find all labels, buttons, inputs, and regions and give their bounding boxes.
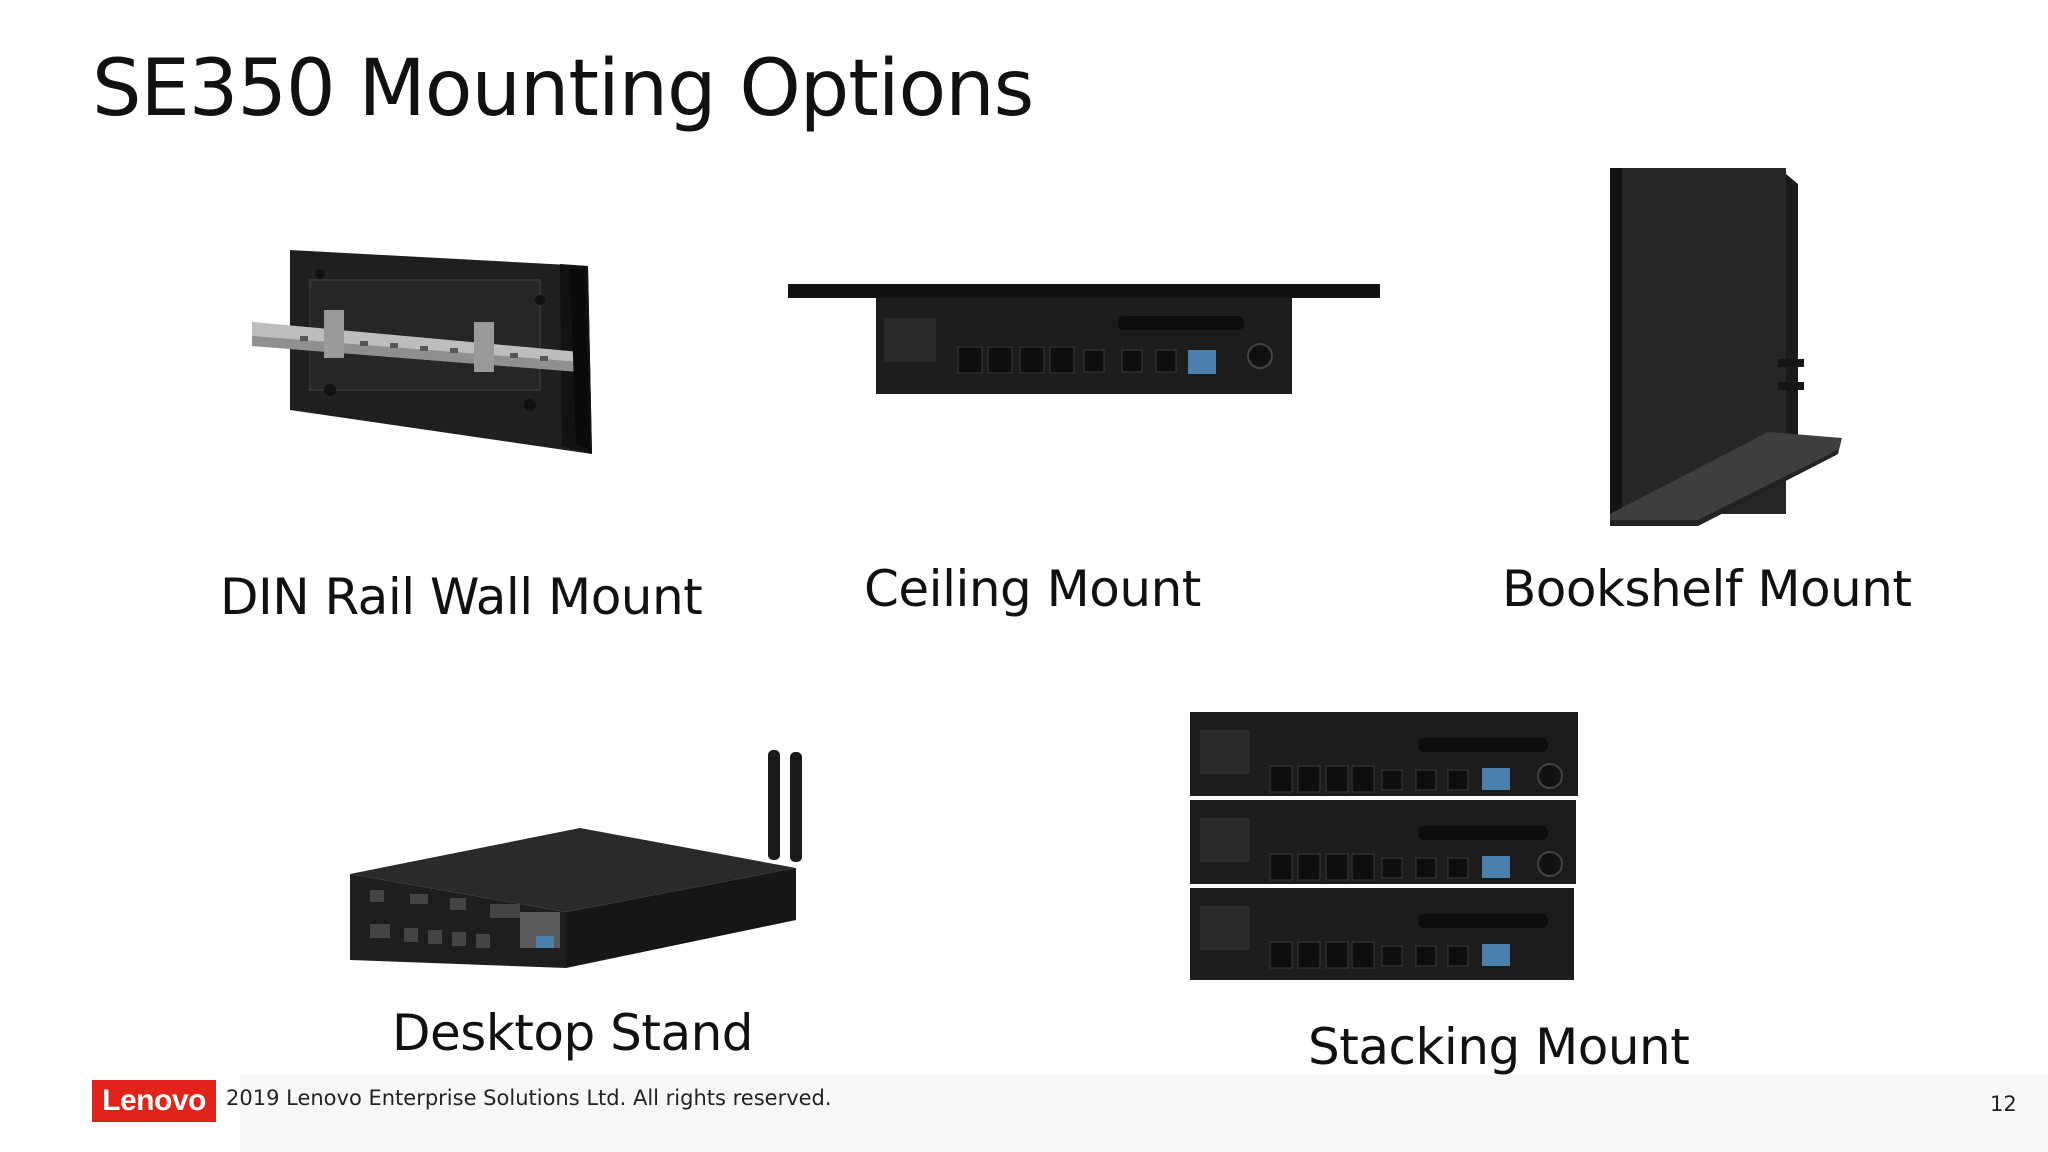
caption-desktop-stand: Desktop Stand bbox=[392, 1004, 754, 1062]
caption-ceiling-mount: Ceiling Mount bbox=[864, 560, 1201, 618]
page-number: 12 bbox=[1990, 1092, 2017, 1116]
caption-din-rail-wall-mount: DIN Rail Wall Mount bbox=[220, 568, 703, 626]
din-rail-wall-mount-image bbox=[252, 250, 592, 454]
stacking-mount-image bbox=[1190, 712, 1578, 980]
ceiling-mount-image bbox=[788, 284, 1380, 394]
slide-title: SE350 Mounting Options bbox=[92, 44, 1034, 134]
copyright-text: 2019 Lenovo Enterprise Solutions Ltd. Al… bbox=[226, 1086, 832, 1110]
caption-stacking-mount: Stacking Mount bbox=[1308, 1018, 1690, 1076]
footer-band bbox=[240, 1075, 2048, 1152]
bookshelf-mount-image bbox=[1610, 168, 1842, 526]
desktop-stand-image bbox=[350, 750, 802, 968]
lenovo-logo: Lenovo bbox=[92, 1080, 216, 1122]
caption-bookshelf-mount: Bookshelf Mount bbox=[1502, 560, 1912, 618]
